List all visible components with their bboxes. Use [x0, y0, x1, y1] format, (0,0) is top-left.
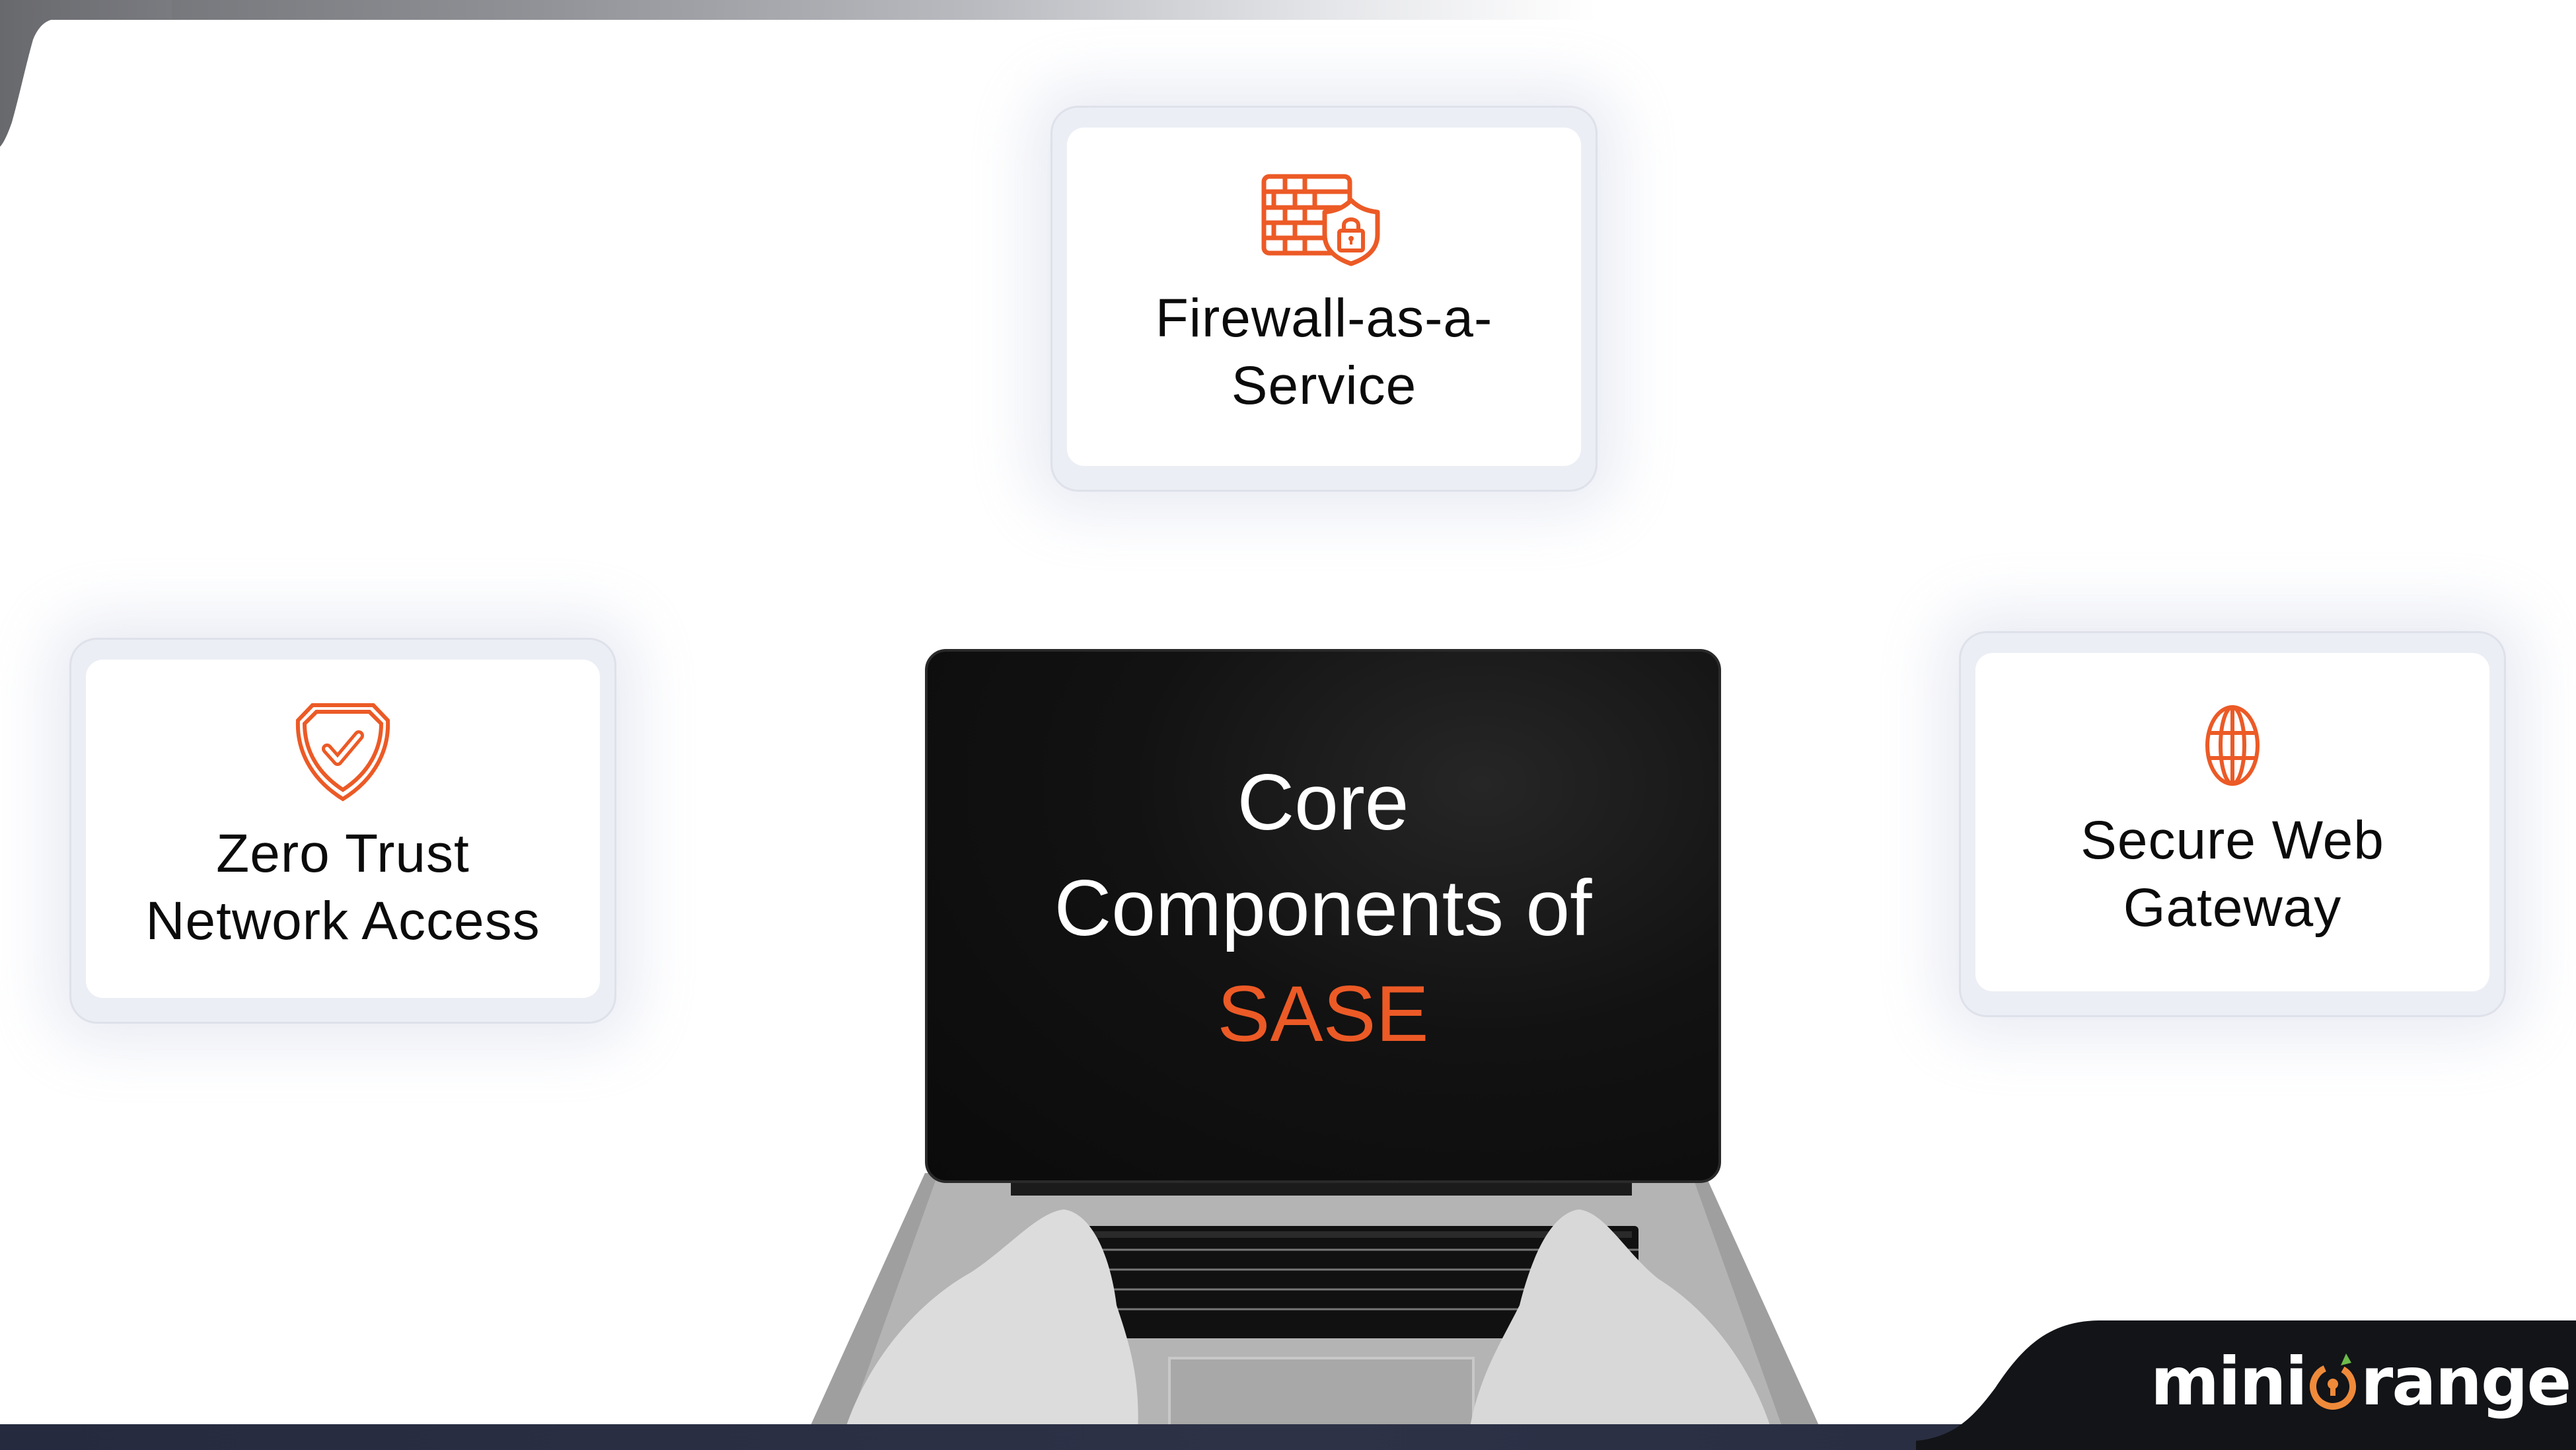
- connector-swg: [1723, 815, 1961, 824]
- logo-tab-shape: [1916, 1320, 2576, 1450]
- shield-check-icon: [290, 703, 396, 802]
- title-accent: SASE: [1217, 970, 1429, 1058]
- card-body: Secure Web Gateway: [1975, 653, 2489, 991]
- component-label: Secure Web Gateway: [2080, 810, 2384, 938]
- miniorange-logo: mini range: [2151, 1342, 2571, 1420]
- orange-keyhole-icon: [2308, 1348, 2359, 1414]
- diagram-title: Core Components of SASE: [1054, 749, 1592, 1067]
- component-label: Zero Trust Network Access: [145, 823, 540, 951]
- component-label: Firewall-as-a- Service: [1155, 288, 1493, 416]
- laptop-keyboard-illustration: [799, 1173, 1830, 1450]
- firewall-lock-icon: [1261, 174, 1387, 266]
- connector-ztna: [618, 815, 928, 824]
- globe-icon: [2186, 703, 2279, 788]
- top-left-corner-shape: [0, 0, 172, 147]
- component-card-fwaas: Firewall-as-a- Service: [1050, 106, 1598, 492]
- connector-fwaas: [1317, 489, 1325, 651]
- component-card-ztna: Zero Trust Network Access: [69, 638, 616, 1024]
- card-body: Firewall-as-a- Service: [1067, 128, 1581, 466]
- top-gradient-band: [0, 0, 2576, 20]
- component-card-swg: Secure Web Gateway: [1959, 631, 2506, 1017]
- laptop-screen: Core Components of SASE: [925, 649, 1721, 1183]
- card-body: Zero Trust Network Access: [86, 660, 600, 998]
